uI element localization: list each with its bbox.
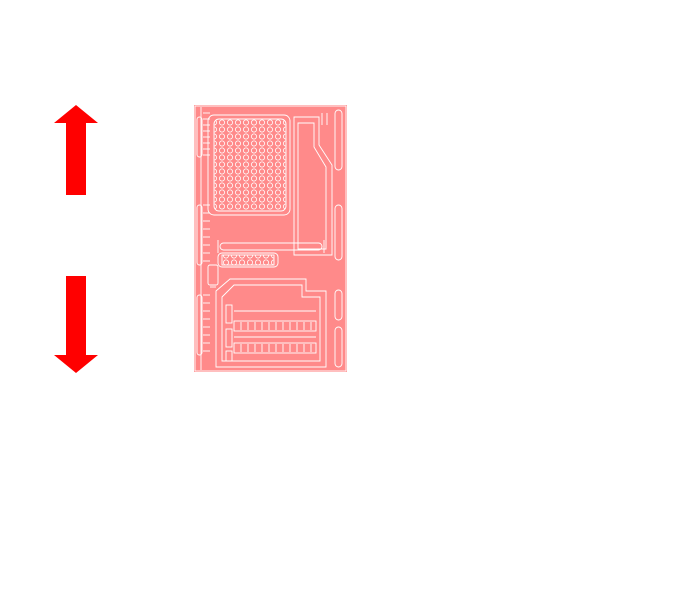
arrow-down-shape [54,276,98,373]
arrow-down-icon[interactable] [54,276,98,373]
slot-row-2 [233,342,317,354]
arrow-up-shape [54,105,98,195]
left-tick-column [203,112,210,262]
circuit-board-preview[interactable] [194,105,347,372]
arrow-up-icon[interactable] [54,105,98,195]
slot-row-1 [233,320,317,332]
